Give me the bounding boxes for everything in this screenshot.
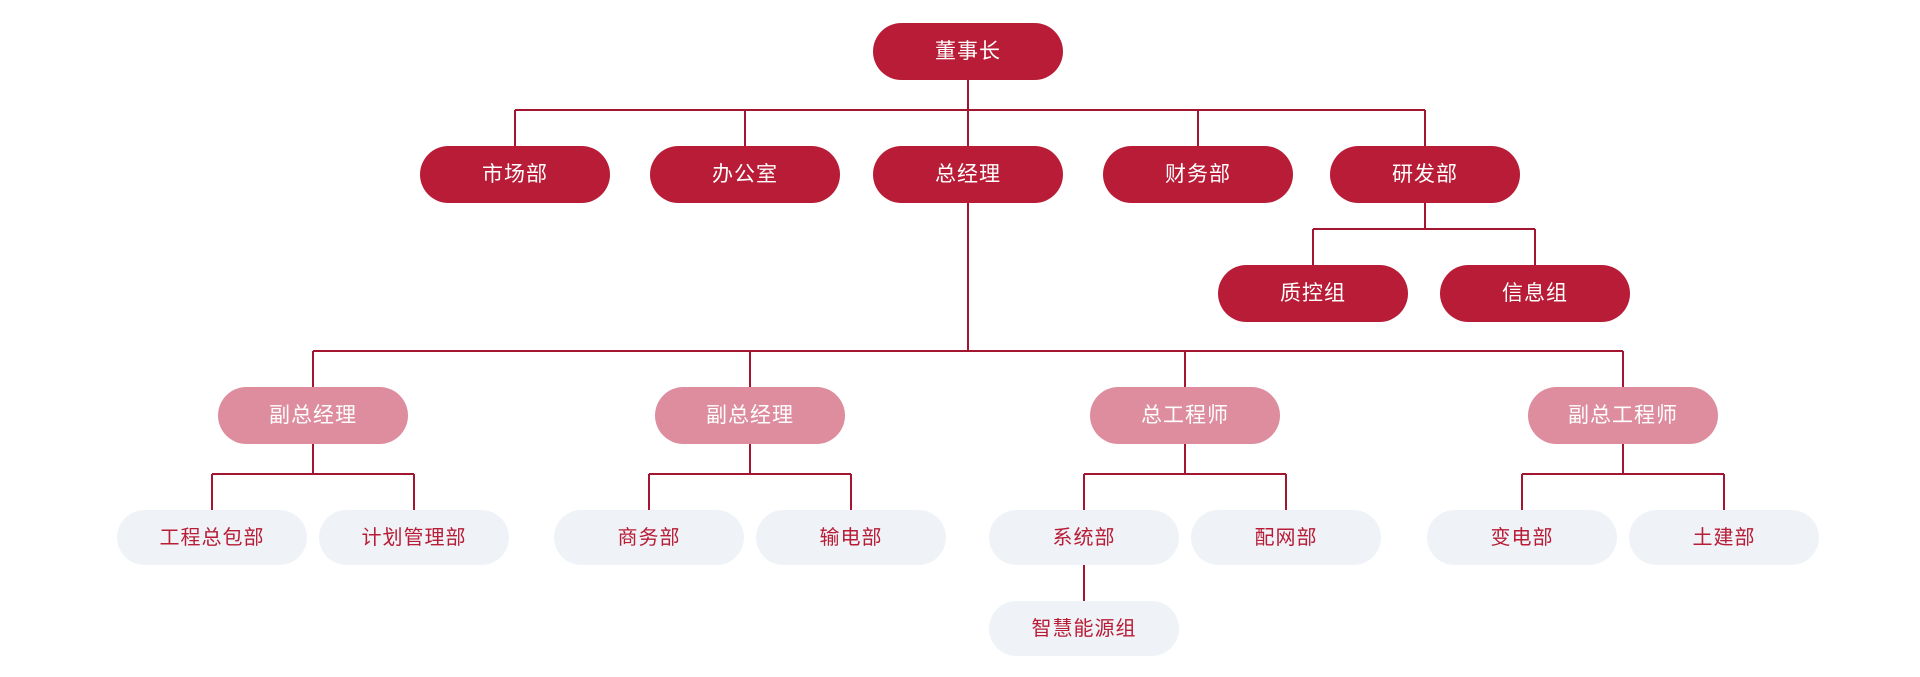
org-node-civil-dept[interactable]: 土建部 (1629, 510, 1819, 565)
org-node-label: 计划管理部 (361, 526, 467, 549)
org-node-label: 土建部 (1692, 526, 1756, 549)
org-node-info-group[interactable]: 信息组 (1440, 265, 1630, 322)
org-node-label: 总工程师 (1141, 404, 1229, 427)
org-node-qc-group[interactable]: 质控组 (1218, 265, 1408, 322)
org-node-distribution-dept[interactable]: 配网部 (1191, 510, 1381, 565)
org-node-label: 质控组 (1280, 282, 1346, 305)
org-node-deputy-general-manager[interactable]: 副总经理 (655, 387, 845, 444)
org-node-planning-dept[interactable]: 计划管理部 (319, 510, 509, 565)
org-node-label: 配网部 (1254, 526, 1318, 549)
org-node-label: 总经理 (935, 163, 1001, 186)
org-node-rd-dept[interactable]: 研发部 (1330, 146, 1520, 203)
org-node-label: 智慧能源组 (1031, 617, 1137, 640)
org-node-label: 副总工程师 (1568, 404, 1678, 427)
org-node-label: 商务部 (617, 526, 681, 549)
org-node-smart-energy-group[interactable]: 智慧能源组 (989, 601, 1179, 656)
org-node-label: 系统部 (1052, 526, 1116, 549)
org-node-chief-engineer[interactable]: 总工程师 (1090, 387, 1280, 444)
org-node-label: 信息组 (1502, 282, 1568, 305)
org-node-label: 财务部 (1165, 163, 1231, 186)
org-node-label: 副总经理 (269, 404, 357, 427)
org-node-label: 研发部 (1392, 163, 1458, 186)
org-node-label: 办公室 (712, 163, 778, 186)
org-node-substation-dept[interactable]: 变电部 (1427, 510, 1617, 565)
org-node-system-dept[interactable]: 系统部 (989, 510, 1179, 565)
org-node-label: 输电部 (819, 526, 883, 549)
org-node-deputy-general-manager[interactable]: 副总经理 (218, 387, 408, 444)
org-node-general-manager[interactable]: 总经理 (873, 146, 1063, 203)
org-node-commerce-dept[interactable]: 商务部 (554, 510, 744, 565)
org-node-finance-dept[interactable]: 财务部 (1103, 146, 1293, 203)
org-node-label: 变电部 (1490, 526, 1554, 549)
org-node-office[interactable]: 办公室 (650, 146, 840, 203)
org-node-chairman[interactable]: 董事长 (873, 23, 1063, 80)
org-node-label: 市场部 (482, 163, 548, 186)
org-node-label: 副总经理 (706, 404, 794, 427)
org-node-deputy-chief-engineer[interactable]: 副总工程师 (1528, 387, 1718, 444)
org-node-transmission-dept[interactable]: 输电部 (756, 510, 946, 565)
org-node-marketing-dept[interactable]: 市场部 (420, 146, 610, 203)
org-node-label: 工程总包部 (159, 526, 265, 549)
org-node-epc-dept[interactable]: 工程总包部 (117, 510, 307, 565)
org-node-label: 董事长 (935, 40, 1001, 63)
